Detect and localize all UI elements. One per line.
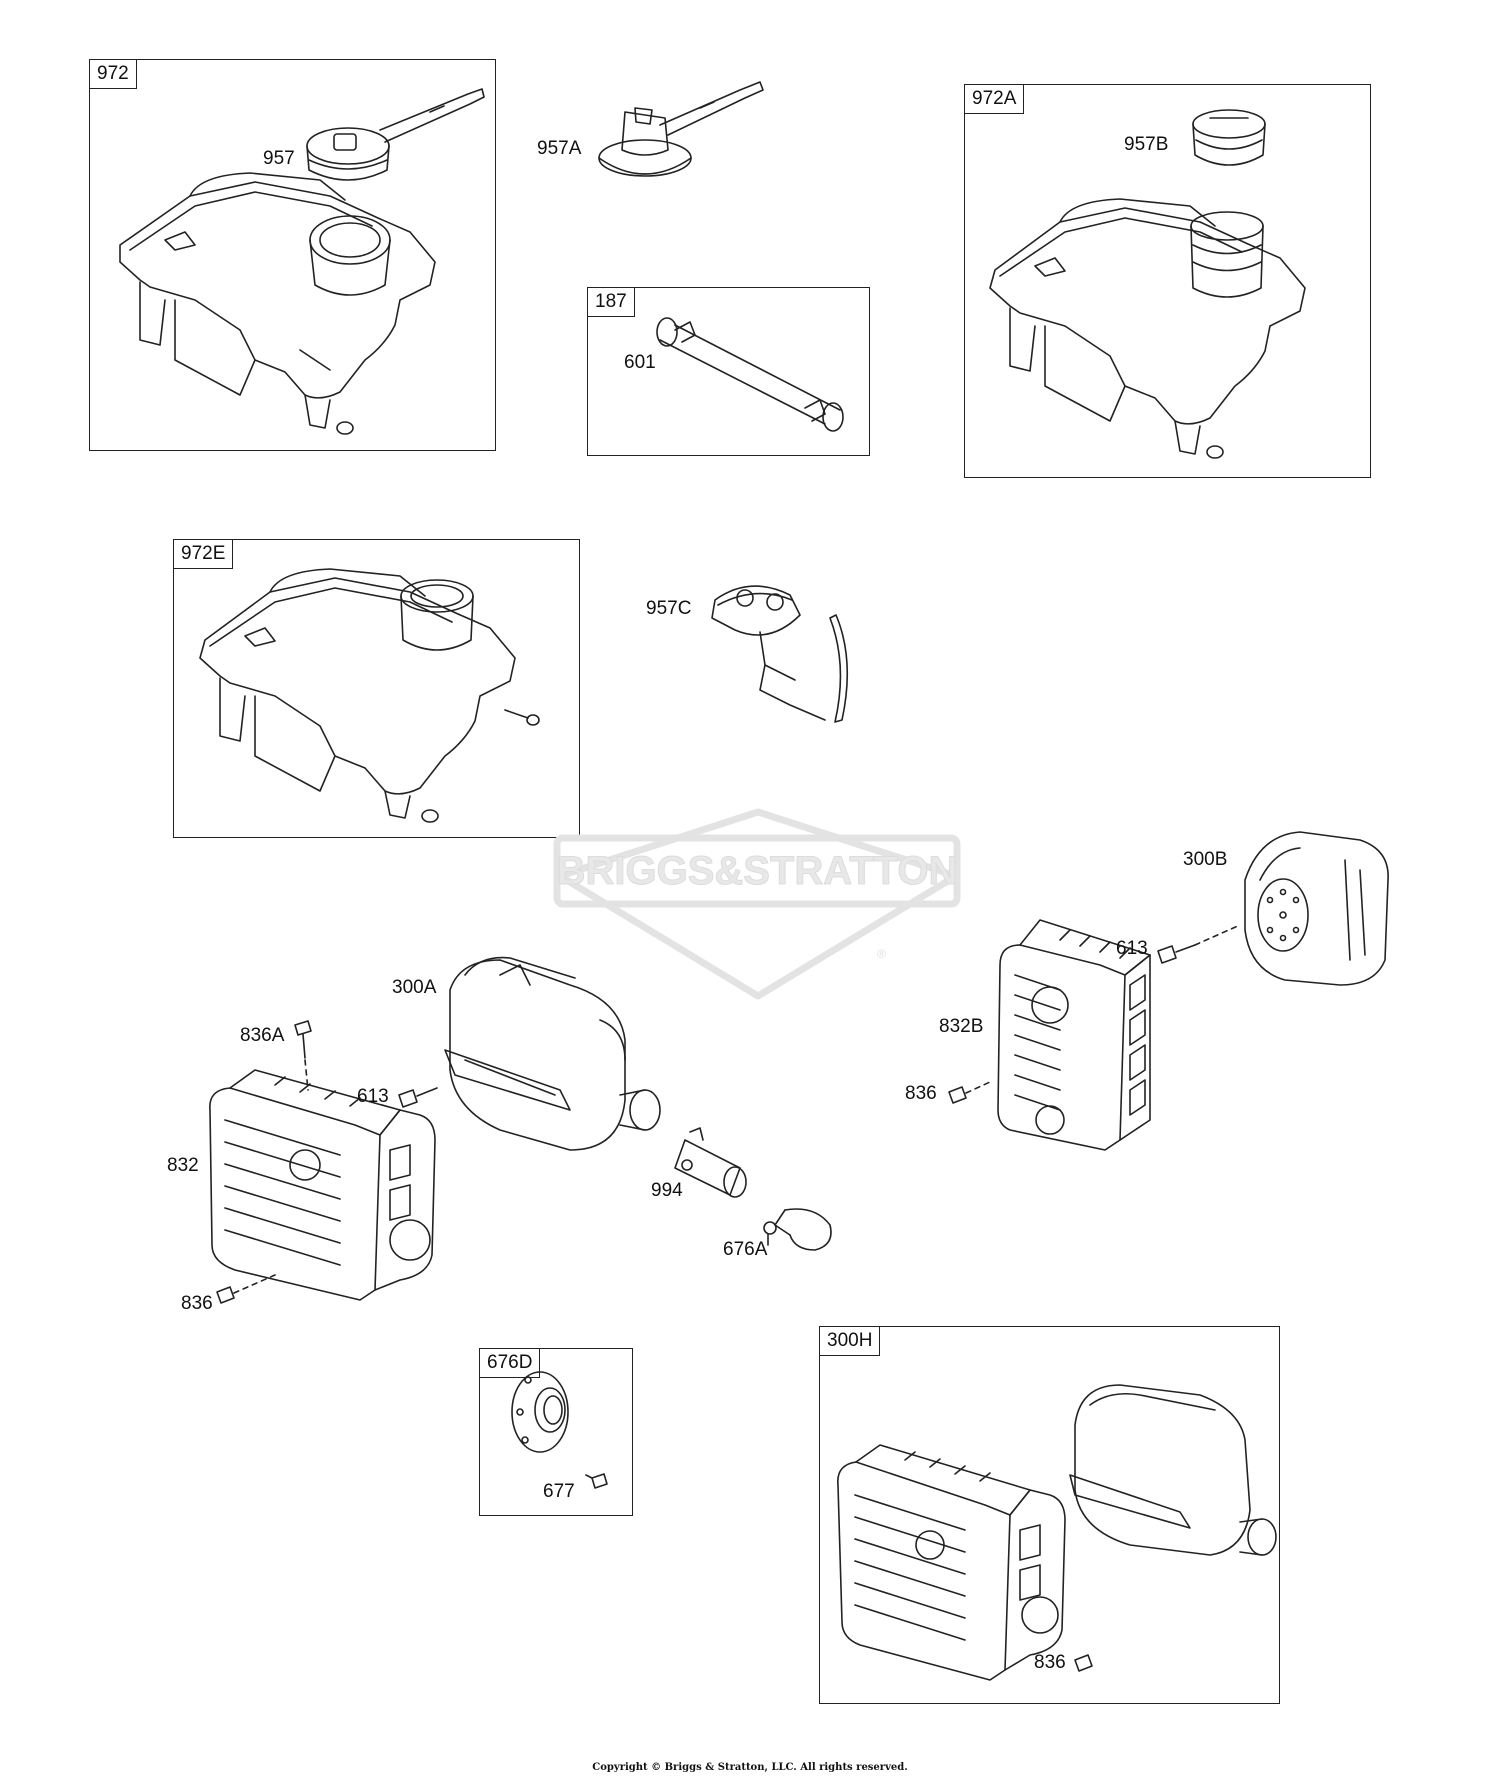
screw-677 — [585, 1473, 608, 1489]
group-box-676D: 676D — [479, 1348, 633, 1516]
callout-957A: 957A — [537, 138, 582, 159]
callout-836-300H: 836 — [1034, 1652, 1066, 1673]
group-label-972A: 972A — [964, 84, 1025, 114]
briggs-stratton-watermark: BRIGGS&STRATTON ® — [553, 808, 961, 1000]
bolt-613-right — [1157, 924, 1241, 964]
callout-994: 994 — [651, 1180, 683, 1201]
group-box-972: 972 — [89, 59, 496, 451]
bolt-836A — [294, 1020, 312, 1091]
group-box-972A: 972A — [964, 84, 1371, 478]
fuel-tank-972 — [119, 172, 436, 435]
fuel-cap-957B — [1192, 109, 1266, 166]
clamp-676A — [763, 1208, 832, 1251]
watermark-text: BRIGGS&STRATTON — [557, 849, 958, 893]
callout-836-left: 836 — [181, 1293, 213, 1314]
callout-613-left: 613 — [357, 1086, 389, 1107]
muffler-300A — [444, 956, 661, 1151]
muffler-assembly-300H — [837, 1384, 1277, 1681]
copyright-footer: Copyright © Briggs & Stratton, LLC. All … — [592, 1762, 908, 1773]
callout-836A: 836A — [240, 1025, 285, 1046]
fuel-cap-957A — [598, 81, 764, 177]
fuel-cap-957C — [711, 585, 849, 723]
callout-676A: 676A — [723, 1239, 768, 1260]
group-label-972E: 972E — [173, 539, 234, 569]
fuel-hose-601 — [656, 317, 844, 432]
fuel-tank-972E — [199, 568, 540, 823]
callout-300A: 300A — [392, 977, 437, 998]
bolt-836-right — [948, 1081, 991, 1104]
group-box-972E: 972E — [173, 539, 580, 838]
heat-shield-832 — [209, 1069, 436, 1301]
callout-836-right: 836 — [905, 1083, 937, 1104]
fuel-tank-972A — [989, 198, 1306, 459]
group-label-187: 187 — [587, 287, 635, 317]
callout-957B: 957B — [1124, 134, 1169, 155]
bolt-836-left — [216, 1274, 276, 1304]
group-label-300H: 300H — [819, 1326, 881, 1356]
heat-shield-832B — [997, 919, 1151, 1151]
callout-677: 677 — [543, 1481, 575, 1502]
callout-957C: 957C — [646, 598, 692, 619]
bolt-836-300H — [1074, 1654, 1093, 1672]
group-box-187: 187 — [587, 287, 870, 456]
gasket-676D — [511, 1371, 569, 1453]
group-label-676D: 676D — [479, 1348, 541, 1378]
bolt-613-left — [398, 1087, 438, 1108]
callout-957: 957 — [263, 148, 295, 169]
callout-832B: 832B — [939, 1016, 984, 1037]
spark-arrester-994 — [674, 1127, 747, 1198]
callout-832: 832 — [167, 1155, 199, 1176]
group-box-300H: 300H — [819, 1326, 1280, 1704]
callout-300B: 300B — [1183, 849, 1228, 870]
group-label-972: 972 — [89, 59, 137, 89]
callout-601: 601 — [624, 352, 656, 373]
muffler-300B — [1244, 831, 1389, 986]
callout-613-right: 613 — [1116, 938, 1148, 959]
watermark-registered: ® — [877, 947, 886, 961]
fuel-cap-957 — [306, 88, 485, 181]
